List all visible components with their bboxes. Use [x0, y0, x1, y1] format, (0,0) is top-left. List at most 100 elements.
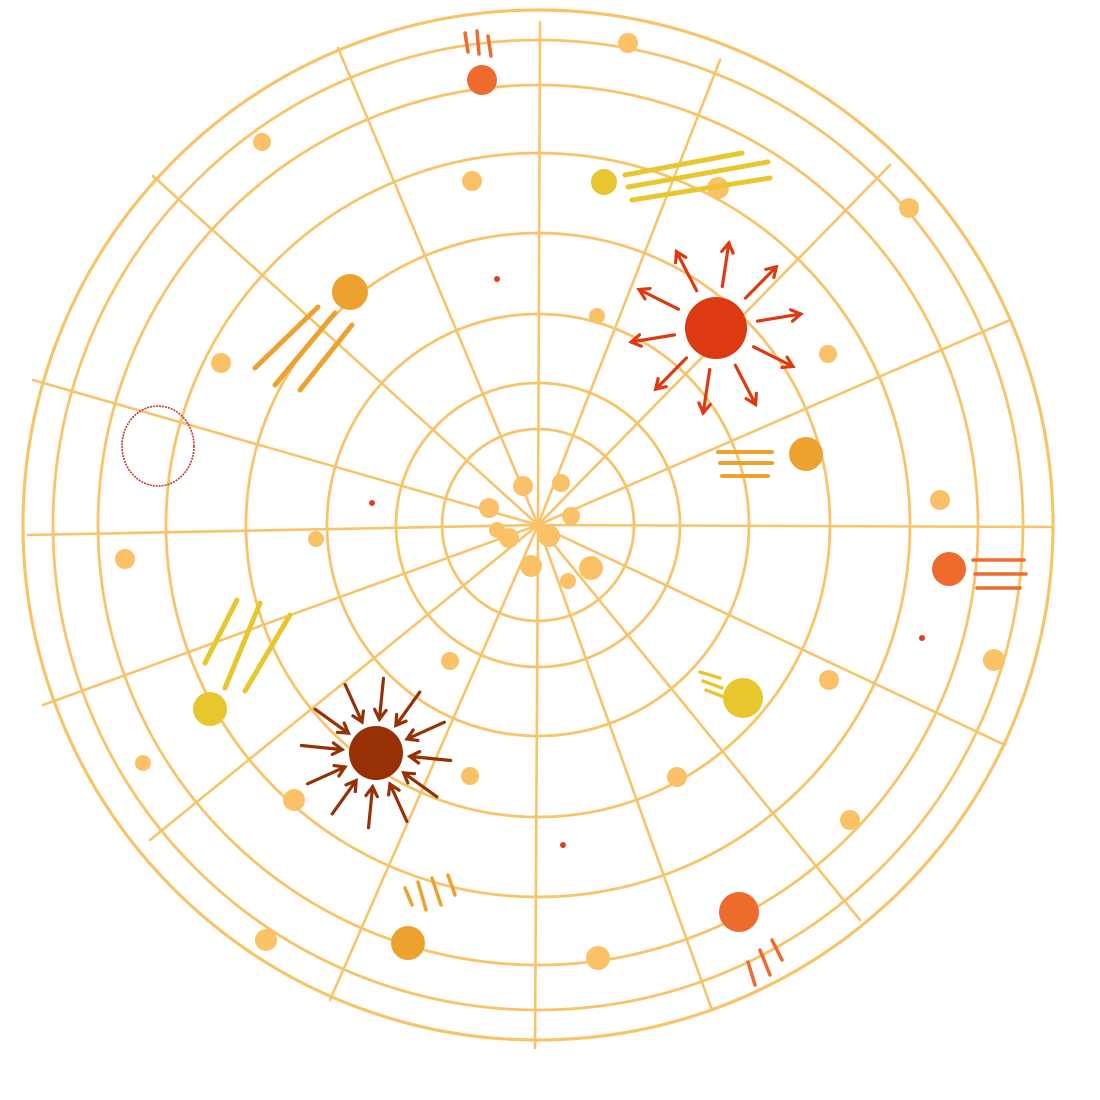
- light-dot: [930, 490, 950, 510]
- motion-line: [272, 310, 338, 388]
- cluster-dot: [562, 507, 580, 525]
- light-dot: [589, 308, 605, 324]
- arrow-shaft: [674, 250, 699, 293]
- arrow-shaft: [366, 785, 375, 830]
- cluster-dot: [552, 474, 570, 492]
- inward-arrow: [306, 763, 348, 786]
- arrow-shaft: [306, 765, 347, 786]
- cluster-dot: [520, 555, 542, 577]
- light-dot: [462, 171, 482, 191]
- outward-arrow: [733, 363, 758, 408]
- outward-arrow: [697, 367, 712, 417]
- arrow-head: [406, 750, 422, 765]
- light-dot: [211, 353, 231, 373]
- light-dot: [983, 649, 1005, 671]
- light-dot: [115, 549, 135, 569]
- motion-line: [770, 938, 784, 962]
- motion-line: [701, 679, 724, 690]
- arrow-head: [653, 376, 668, 392]
- arrow-head: [720, 239, 735, 255]
- arrow-head: [744, 391, 758, 408]
- arrow-head: [404, 728, 420, 743]
- arrow-shaft: [330, 779, 358, 816]
- comet: [719, 892, 784, 987]
- motion-line: [486, 34, 493, 58]
- motion-line: [622, 150, 745, 178]
- comet-head: [719, 892, 759, 932]
- motion-line: [416, 880, 428, 912]
- comet-head: [193, 692, 227, 726]
- arrow-head: [394, 712, 408, 728]
- cluster-dot: [579, 556, 603, 580]
- outward-arrow: [720, 239, 735, 289]
- cluster-dot: [513, 476, 533, 496]
- arrow-shaft: [377, 676, 386, 721]
- arrow-head: [789, 308, 804, 323]
- inward-arrow: [406, 750, 453, 765]
- inward-arrow: [313, 707, 351, 735]
- grid-spoke: [536, 523, 1054, 529]
- light-dot: [461, 767, 479, 785]
- tiny-red-dot: [369, 500, 375, 506]
- star-core: [349, 726, 403, 780]
- grid-spoke: [536, 523, 1007, 747]
- arrow-head: [697, 401, 712, 417]
- arrow-head: [386, 781, 401, 797]
- motion-line: [252, 304, 321, 371]
- comet: [193, 597, 293, 726]
- arrow-head: [636, 286, 652, 301]
- arrow-head: [764, 264, 779, 280]
- motion-line: [202, 597, 240, 666]
- grid-spoke: [536, 318, 1012, 527]
- comet-head: [332, 274, 368, 310]
- motion-line: [758, 948, 772, 977]
- light-dot: [135, 755, 151, 771]
- motion-line: [222, 600, 263, 691]
- arrow-head: [780, 355, 796, 370]
- grid-spoke: [536, 20, 542, 527]
- arrow-head: [373, 707, 388, 723]
- comet: [463, 29, 497, 95]
- outward-arrow: [636, 286, 681, 311]
- comets: [193, 29, 1028, 987]
- empty-circle: [121, 405, 195, 487]
- arrow-head: [364, 783, 379, 799]
- motion-line: [625, 159, 771, 190]
- arrow-head: [332, 763, 348, 778]
- motion-line: [746, 960, 757, 987]
- grid-ring: [51, 38, 1025, 1012]
- inward-arrow: [386, 781, 409, 823]
- arrow-head: [344, 778, 358, 794]
- inward-arrow: [373, 676, 388, 723]
- motion-line: [629, 175, 773, 203]
- tiny-red-dot: [494, 276, 500, 282]
- light-dot: [819, 345, 837, 363]
- exploding-star: [628, 239, 804, 417]
- arrow-shaft: [751, 345, 795, 369]
- grid-spoke: [31, 378, 540, 527]
- grid-spoke: [148, 523, 540, 842]
- light-dot: [308, 531, 324, 547]
- arrow-head: [628, 333, 643, 348]
- motion-line: [430, 876, 443, 907]
- inward-arrow: [330, 778, 358, 816]
- inward-arrow: [343, 683, 366, 725]
- light-dot: [283, 789, 305, 811]
- light-dot: [441, 652, 459, 670]
- grid-spoke: [151, 174, 540, 527]
- comet-head: [723, 678, 763, 718]
- grid-spoke: [336, 46, 540, 527]
- arrow-shaft: [343, 683, 364, 724]
- cluster-dot: [489, 522, 505, 538]
- inward-arrow: [299, 741, 346, 756]
- grid-spoke: [328, 523, 540, 1002]
- grid-spoke: [536, 523, 714, 1012]
- grid-spoke: [533, 523, 540, 1050]
- burst-stars: [299, 239, 804, 830]
- light-dot: [255, 929, 277, 951]
- motion-line: [446, 873, 457, 897]
- cluster-dot: [560, 573, 576, 589]
- light-dot: [840, 810, 860, 830]
- light-dot: [819, 670, 839, 690]
